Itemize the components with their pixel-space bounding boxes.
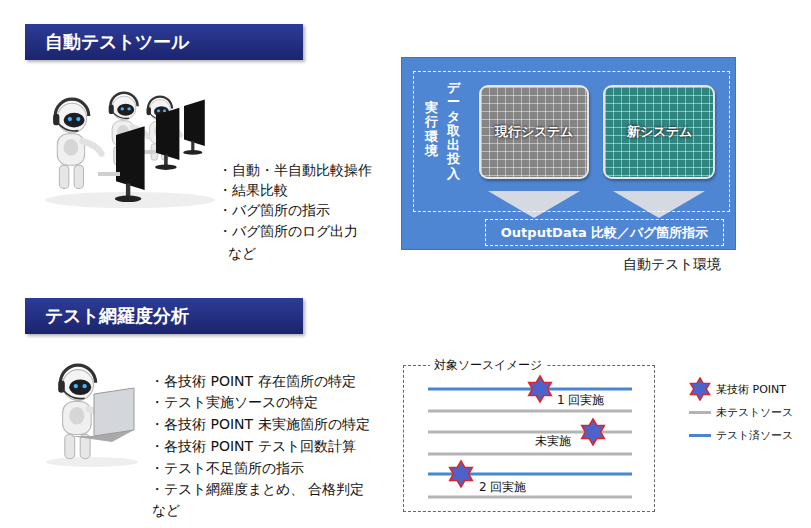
execution-area: データ取出投入実行環境 現行システム 新システム [413, 71, 730, 212]
section-header: テスト網羅度分析 [25, 298, 303, 334]
legend-text: テスト済ソース [716, 428, 793, 443]
vertical-label: 実行環境 [425, 101, 438, 158]
bullet-text: ・結果比較 [218, 181, 288, 199]
section-header: 自動テストツール [25, 24, 303, 60]
legend-star [688, 377, 712, 401]
legend-swatch [689, 434, 711, 437]
box-label: 新システム [627, 123, 692, 141]
box-label: 自動テストツール [45, 30, 189, 54]
legend-swatch-box [684, 424, 716, 446]
source-lines [428, 389, 632, 497]
legend-swatch-box [684, 378, 716, 400]
bullet-text: ・各技術 POINT テスト回数計算 [150, 437, 356, 455]
bullet-text: ・各技術 POINT 未実施箇所の特定 [150, 415, 370, 433]
legend-item: 未テストソース [684, 401, 793, 423]
legend-item: テスト済ソース [684, 424, 793, 446]
legend-swatch [689, 411, 711, 414]
robot-laptop-illustration [46, 365, 138, 467]
legend-text: 未テストソース [716, 405, 793, 420]
bullet-text: ・各技術 POINT 存在箇所の特定 [150, 372, 356, 390]
bullet-text: ・自動・半自動比較操作 [218, 161, 372, 179]
bullet-text: ・テスト実施ソースの特定 [150, 393, 318, 411]
source-image-frame: 対象ソースイメージ [403, 365, 655, 512]
bullet-text: ・バグ箇所のログ出力 [218, 222, 358, 240]
count-label: 1 回実施 [555, 393, 606, 407]
bullet-text: ・バグ箇所の指示 [218, 201, 330, 219]
vertical-label: データ取出投入 [447, 81, 460, 181]
count-label: 2 回実施 [477, 480, 528, 494]
box-label: 現行システム [495, 123, 573, 141]
legend-item: 某技術 POINT [684, 378, 786, 400]
bullet-text: ・テスト不足箇所の指示 [150, 459, 304, 477]
box-label: テスト網羅度分析 [45, 304, 189, 328]
test-environment-panel: 自動テスト環境データ取出投入実行環境現行システム新システムOutputData … [401, 57, 736, 250]
count-label: 未実施 [533, 434, 573, 448]
legend-text: 某技術 POINT [716, 382, 786, 397]
bullet-text: など [152, 501, 180, 519]
box-label: OutputData 比較／バグ箇所指示 [501, 224, 708, 242]
legend-swatch-box [684, 401, 716, 423]
flow-arrow [488, 191, 580, 218]
flow-arrow [613, 191, 705, 218]
system-box: 新システム [603, 85, 715, 179]
panel-caption: 自動テスト環境 [623, 256, 721, 274]
legend-star-shape [690, 378, 709, 400]
robot-illustration [45, 93, 215, 208]
bullet-text: ・テスト網羅度まとめ、 合格判定 [150, 480, 364, 498]
bullet-text: など [228, 244, 256, 262]
frame-title: 対象ソースイメージ [430, 357, 546, 374]
system-box: 現行システム [479, 85, 589, 179]
compare-box: OutputData 比較／バグ箇所指示 [485, 219, 724, 246]
